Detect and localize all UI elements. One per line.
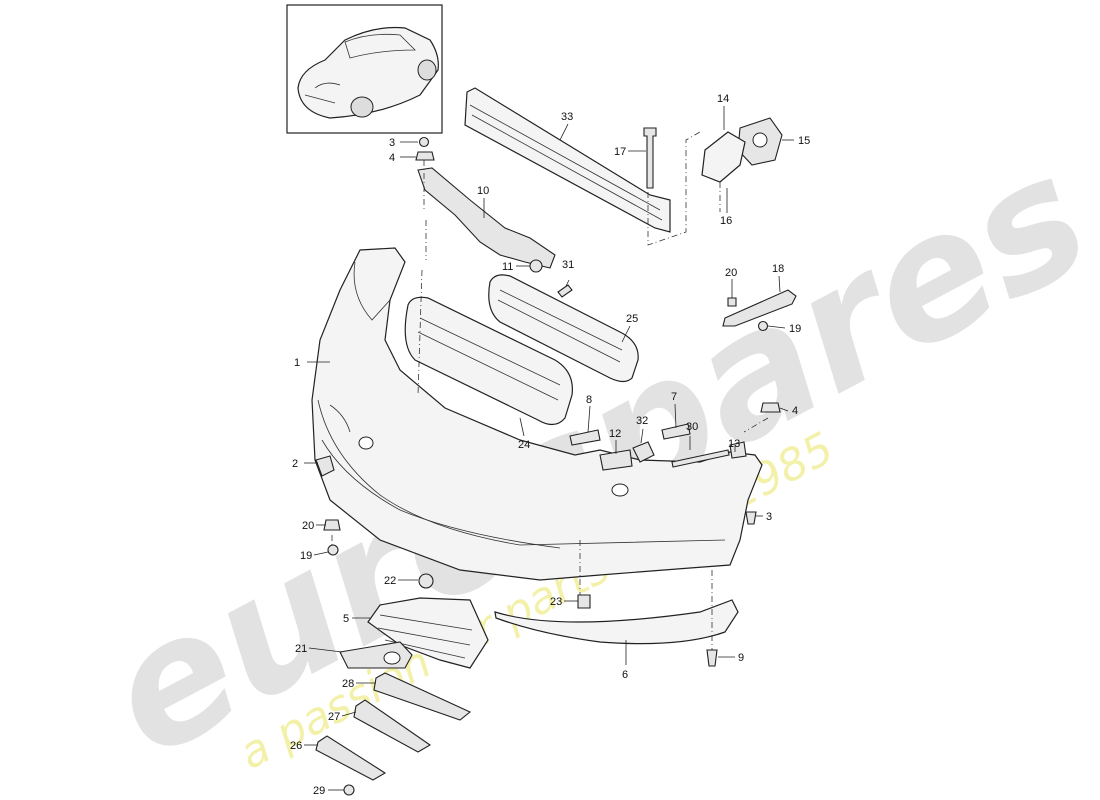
part-28-plate [373, 672, 472, 721]
part-25-grille-frame [488, 274, 639, 383]
part-4-clip-right [760, 402, 781, 413]
callout-29: 29 [313, 785, 325, 797]
callout-1: 1 [294, 357, 300, 369]
callout-14: 14 [717, 93, 729, 105]
part-3-screw-top [418, 136, 430, 148]
part-26-plate [315, 735, 387, 781]
callout-19-left: 19 [300, 550, 312, 562]
callout-4: 4 [389, 152, 395, 164]
callout-19-right: 19 [789, 323, 801, 335]
callout-20-right: 20 [725, 267, 737, 279]
callout-32: 32 [636, 415, 648, 427]
part-11-nut [529, 259, 543, 273]
part-29-screw [343, 784, 355, 796]
car-icon [297, 26, 439, 119]
callout-25: 25 [626, 313, 638, 325]
part-4-clip-top [415, 151, 435, 161]
callout-33: 33 [561, 111, 573, 123]
callout-3: 3 [389, 137, 395, 149]
part-30-strip [671, 449, 730, 468]
callout-31: 31 [562, 259, 574, 271]
callout-12: 12 [609, 428, 621, 440]
part-10-bracket [417, 167, 556, 269]
callout-5: 5 [343, 613, 349, 625]
part-7-insert [661, 423, 691, 440]
part-6-spoiler [494, 599, 739, 645]
part-8-insert [569, 429, 601, 446]
callout-22: 22 [384, 575, 396, 587]
part-19-screw-left [327, 544, 339, 556]
callout-10: 10 [477, 185, 489, 197]
part-13-block [729, 441, 747, 459]
callout-3-right: 3 [766, 511, 772, 523]
callouts: 1 2 3 4 3 4 5 6 7 8 9 10 11 12 13 14 15 … [290, 93, 810, 797]
part-20-clip-left [323, 519, 341, 531]
callout-21: 21 [295, 643, 307, 655]
callout-23: 23 [550, 596, 562, 608]
callout-6: 6 [622, 669, 628, 681]
callout-11: 11 [502, 261, 513, 273]
callout-28: 28 [342, 678, 354, 690]
callout-18: 18 [772, 263, 784, 275]
callout-30: 30 [686, 421, 698, 433]
part-17-bolt [643, 127, 657, 189]
callout-24: 24 [518, 439, 530, 451]
callout-26: 26 [290, 740, 302, 752]
part-2-cap [315, 455, 335, 477]
callout-9: 9 [738, 652, 744, 664]
part-27-plate [353, 699, 432, 753]
callout-7: 7 [671, 391, 677, 403]
part-1-bumper [311, 247, 763, 581]
callout-4-right: 4 [792, 405, 798, 417]
part-19-screw-right [757, 320, 769, 332]
callout-8: 8 [586, 394, 592, 406]
part-14-mount [701, 131, 746, 183]
part-5-intake-grille [367, 597, 489, 669]
part-20-clip-right [727, 297, 737, 307]
callout-13: 13 [728, 438, 740, 450]
part-23-clip [577, 594, 591, 609]
callout-20-left: 20 [302, 520, 314, 532]
part-18-side-bracket [722, 289, 797, 327]
thumbnail [286, 4, 443, 134]
part-3-screw-right [745, 511, 757, 525]
part-9-clip [706, 649, 718, 667]
callout-2: 2 [292, 458, 298, 470]
part-31-screw [557, 284, 573, 298]
part-22-clip [418, 573, 434, 589]
callout-27: 27 [328, 711, 340, 723]
leader-lines [304, 106, 794, 791]
callout-15: 15 [798, 135, 810, 147]
callout-17: 17 [614, 146, 626, 158]
part-12-lamp [599, 449, 633, 471]
part-32-cap [632, 441, 655, 463]
callout-16: 16 [720, 215, 732, 227]
part-33-crossbar [464, 87, 671, 233]
